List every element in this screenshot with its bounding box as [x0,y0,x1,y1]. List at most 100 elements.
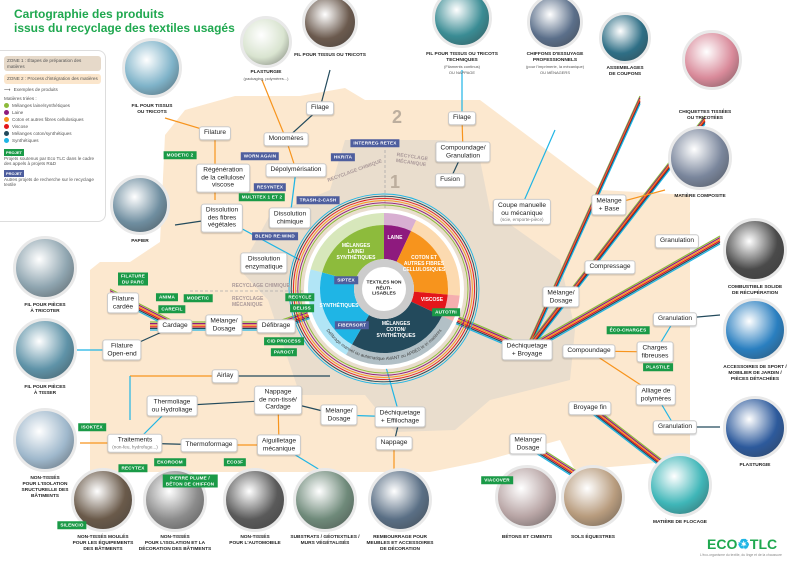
product-label: MATIÈRE DE FLOCAGE [653,520,707,526]
recycling-type-label: RECYCLAGE CHIMIQUE [232,283,290,289]
legend-arrow: ⟶Exemples de produits [4,87,101,93]
title-line-2: issus du recyclage des textiles usagés [14,21,235,35]
product-name: FIL POUR TISSUS OU TRICOTS [294,53,366,58]
legend-material-label: Viscose [12,123,29,129]
logo-tagline: L'éco-organisme du textile, du linge et … [700,553,782,557]
legend-material-label: Synthétiques [12,137,39,143]
process-label: Granulation [657,423,693,431]
product-name: FIL POUR PIÈCES À TRICOTER [24,303,66,314]
zone-2-number: 2 [392,107,402,127]
process-box: Dissolution des fibres végétales [200,203,244,233]
wheel-segment-label: MÉLANGES LAINE/ SYNTHÉTIQUES [336,243,376,261]
wheel-segment [396,230,449,295]
product-label: SOLS ÉQUESTRES [571,535,615,541]
product-image [561,465,625,529]
blue-project-tag: PROJET [4,169,25,177]
process-box: Déchiquetage + Broyage [501,339,553,361]
product-image [599,12,651,64]
product-name: FIL POUR TISSUS OU TRICOTS TECHNIQUES [426,52,498,63]
process-box: Déchiquetage + Effilochage [374,406,426,428]
wheel-segment-label: SYNTHÉTIQUES [319,303,359,309]
page-title: Cartographie des produits issus du recyc… [14,7,235,35]
flow-line [589,406,671,470]
flow-line [526,240,721,352]
blue-project-tag: RESYNTEX [253,183,287,191]
product-name: SUBSTRATS / GÉOTEXTILES / MURS VÉGÉTALIS… [290,535,360,546]
green-project-tag: ECO3F [223,458,247,466]
process-box: Filage [448,111,476,125]
wheel-segment [352,301,443,353]
product-label: FIL POUR PIÈCES À TISSER [24,385,65,397]
legend-zone-2: ZONE 2 : Process d'intégration des matiè… [4,74,101,84]
legend-material: Viscose [4,123,101,129]
flow-line [526,100,641,352]
product-name: NON-TISSÉS POUR L'ISOLATION SRUCTURELLE … [21,476,69,499]
product-detail: (pour l'imprimerie, la mécanique) OU MÉN… [525,64,585,75]
process-box: Broyage fin [568,401,612,415]
process-box: Mélange/ Dosage [509,433,547,455]
process-box: Nappage de non-tissé/ Cardage [254,385,302,415]
wheel-segment-outer [384,213,417,231]
wheel-segment-label: LAINE [387,235,403,241]
process-label: Broyage fin [573,404,607,412]
product-image [723,396,787,460]
product-label: REMBOURRAGE POUR MEUBLES ET ACCESSOIRES … [367,535,434,553]
process-label: Compoundage/ Granulation [440,144,486,159]
material-ring-line [297,202,471,376]
process-label: Dissolution enzymatique [245,255,283,270]
material-dot-icon [4,123,9,129]
green-project-tag: AUTOTRI [432,308,460,316]
product-name: NON-TISSÉS POUR L'ISOLATION ET LA DÉCORA… [138,535,212,552]
green-project-tag: RECYCLE [285,293,315,301]
green-project-tag: MULTITEX 1 ET 2 [238,193,286,201]
process-box: Mélange/ Dosage [320,404,358,426]
process-label: Alliage de polymères [640,387,672,402]
wheel-segment-label: MÉLANGES COTON/ SYNTHÉTIQUES [376,321,416,339]
title-line-1: Cartographie des produits [14,7,165,21]
product-image [293,468,357,532]
product-image [240,16,292,68]
legend-material: Mélanges laine/synthétiques [4,102,101,108]
logo-text-b: TLC [749,536,778,552]
process-label: Filature Open-end [107,342,137,357]
green-project-tag: MODETIC [183,294,213,302]
flow-line [261,79,287,140]
legend-material-label: Mélanges laine/synthétiques [12,102,70,108]
process-box: Défibrage [256,319,296,333]
product-label: ACCESSOIRES DE SPORT / MOBILIER DE JARDI… [723,365,786,383]
product-image [527,0,583,50]
process-box: Alliage de polymères [635,384,677,406]
material-wheel: Défibrage manuel ou automatique AVANT ou… [288,193,480,385]
product-name: NON-TISSÉS MOULÉS POUR LES ÉQUIPEMENTS D… [72,535,134,552]
process-box: Granulation [654,234,700,248]
product-label: BÉTONS ET CIMENTS [502,535,552,541]
process-box: Filature [199,126,231,140]
process-box: Mélange + Base [591,194,627,216]
green-project-tag: CAREFIL [158,305,186,313]
process-label: Mélange + Base [596,197,622,212]
process-label: Coupe manuelle ou mécanique [497,201,547,217]
product-image [682,30,742,90]
process-box: Dissolution chimique [268,207,312,229]
product-image [13,318,77,382]
product-name: BÉTONS ET CIMENTS [501,535,553,540]
process-label: Thermoliage ou Hydroliage [151,398,193,413]
wheel-segment [322,225,384,282]
product-name: FIL POUR PIÈCES À TISSER [24,385,66,396]
process-box: Cardage [157,319,193,333]
product-name: CHIQUETTES TISSÉES OU TRICOTÉES [678,110,732,121]
process-label: Thermoformage [185,441,233,449]
process-box: Traitements(non-feu, hydrofuge...) [107,433,163,453]
flow-line [589,405,671,469]
product-name: MATIÈRE COMPOSITE [674,194,726,199]
process-label: Filature cardée [112,295,134,310]
wheel-center-label: TEXTILES NON RÉUTI-LISABLES [366,280,402,297]
material-ring-line [288,193,480,385]
product-label: NON-TISSÉS POUR L'ISOLATION ET LA DÉCORA… [139,535,211,553]
product-image [302,0,358,50]
wheel-segment-label: VISCOSE [420,297,444,303]
legend-material-label: Mélanges coton/synthétiques [12,130,72,136]
product-detail: (packaging, polymères...) [243,76,289,81]
process-box: Coupe manuelle ou mécanique(scie, emport… [492,198,552,226]
product-label: SUBSTRATS / GÉOTEXTILES / MURS VÉGÉTALIS… [290,535,359,547]
